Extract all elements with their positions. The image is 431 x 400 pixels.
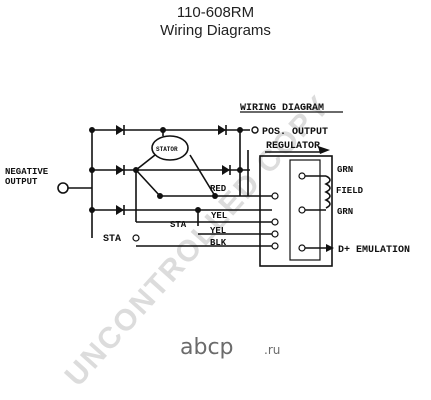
diode-icon: [116, 165, 124, 175]
diode-icon: [116, 125, 124, 135]
stator-symbol: [151, 135, 189, 161]
stator-label: STATOR: [156, 146, 178, 153]
regulator-box: [259, 155, 333, 267]
yel-terminal: [271, 230, 279, 238]
stator-winding: [135, 169, 161, 197]
yel-terminal: [271, 218, 279, 226]
pos-output-terminal: [251, 126, 259, 134]
part-number: 110-608RM: [176, 4, 255, 21]
yel-label-1: YEL: [211, 211, 227, 221]
regulator-label: REGULATOR: [266, 141, 320, 152]
regulator-terminal: [298, 244, 306, 252]
regulator-terminal: [298, 172, 306, 180]
diode-icon: [218, 125, 226, 135]
stator-winding: [189, 154, 216, 197]
d-plus-label: D+ EMULATION: [338, 245, 410, 256]
stator-winding: [135, 154, 156, 171]
negative-output-label: NEGATIVE OUTPUT: [5, 167, 54, 187]
sta-label-left: STA: [103, 234, 121, 245]
sta-terminal: [132, 234, 140, 242]
arrow-icon: [326, 244, 334, 252]
brand-logo: abcp: [180, 335, 234, 360]
field-coil-icon: [324, 175, 331, 209]
diode-icon: [116, 205, 124, 215]
red-label: RED: [210, 184, 227, 194]
blk-terminal: [271, 242, 279, 250]
negative-terminal: [57, 182, 69, 194]
grn-label-bottom: GRN: [337, 207, 353, 217]
blk-label: BLK: [210, 238, 227, 248]
pos-output-label: POS. OUTPUT: [262, 127, 328, 138]
sta-label-mid: STA: [170, 220, 187, 230]
regulator-terminal: [298, 206, 306, 214]
diode-icon: [222, 165, 230, 175]
red-terminal: [271, 192, 279, 200]
yel-label-2: YEL: [210, 226, 226, 236]
field-label: FIELD: [336, 186, 364, 196]
diagram-heading: WIRING DIAGRAM: [240, 103, 324, 114]
arrow-icon: [318, 146, 330, 154]
page-subtitle: Wiring Diagrams: [160, 22, 271, 39]
brand-logo-tld: .ru: [264, 343, 280, 357]
grn-label-top: GRN: [337, 165, 353, 175]
